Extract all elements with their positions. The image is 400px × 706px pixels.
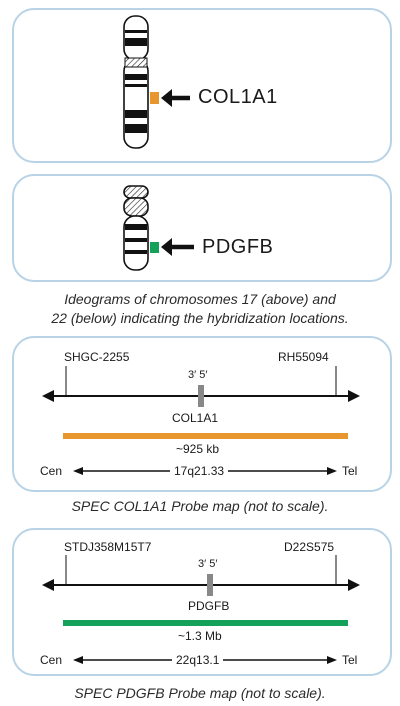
- marker-left-label: SHGC-2255: [64, 350, 130, 364]
- orientation-arrow-right: [327, 467, 337, 475]
- gene-position-marker: [207, 574, 213, 596]
- axis-arrow-left: [42, 390, 54, 402]
- ideogram-caption-line-1: Ideograms of chromosomes 17 (above) and: [64, 291, 336, 307]
- col1a1-map-caption: SPEC COL1A1 Probe map (not to scale).: [71, 498, 329, 514]
- ideogram-17-panel: [12, 8, 392, 163]
- probe-coverage-bar: [63, 433, 348, 439]
- strand-label: 3′ 5′: [198, 558, 218, 570]
- gene-label: PDGFB: [188, 599, 230, 613]
- probe-coverage-bar: [63, 620, 348, 626]
- axis-arrow-right: [348, 579, 360, 591]
- cen-label: Cen: [40, 464, 63, 478]
- tel-label: Tel: [342, 464, 358, 478]
- marker-right-label: RH55094: [278, 350, 329, 364]
- tel-label: Tel: [342, 653, 358, 667]
- axis-arrow-right: [348, 390, 360, 402]
- axis-arrow-left: [42, 579, 54, 591]
- orientation-arrow-left: [73, 656, 83, 664]
- strand-label: 3′ 5′: [188, 369, 208, 381]
- pdgfb-label: PDGFB: [202, 236, 274, 258]
- gene-position-marker: [198, 385, 204, 407]
- cen-label: Cen: [40, 653, 63, 667]
- gene-label: COL1A1: [172, 411, 219, 425]
- pdgfb-probe-signal: [150, 242, 159, 253]
- ideogram-22-panel: [12, 174, 392, 282]
- ideogram-caption-line-2: 22 (below) indicating the hybridization …: [51, 310, 349, 326]
- arrow-left-icon: [161, 238, 194, 256]
- size-label: ~925 kb: [176, 442, 220, 456]
- size-label: ~1.3 Mb: [178, 629, 222, 643]
- col1a1-label: COL1A1: [198, 86, 278, 108]
- orientation-arrow-right: [327, 656, 337, 664]
- marker-right-label: D22S575: [284, 540, 335, 554]
- band-label: 17q21.33: [170, 464, 229, 478]
- orientation-arrow-left: [73, 467, 83, 475]
- chromosome-22: [123, 185, 149, 271]
- band-label: 22q13.1: [172, 653, 224, 667]
- pdgfb-map-caption: SPEC PDGFB Probe map (not to scale).: [74, 685, 326, 701]
- marker-left-label: STDJ358M15T7: [64, 540, 152, 554]
